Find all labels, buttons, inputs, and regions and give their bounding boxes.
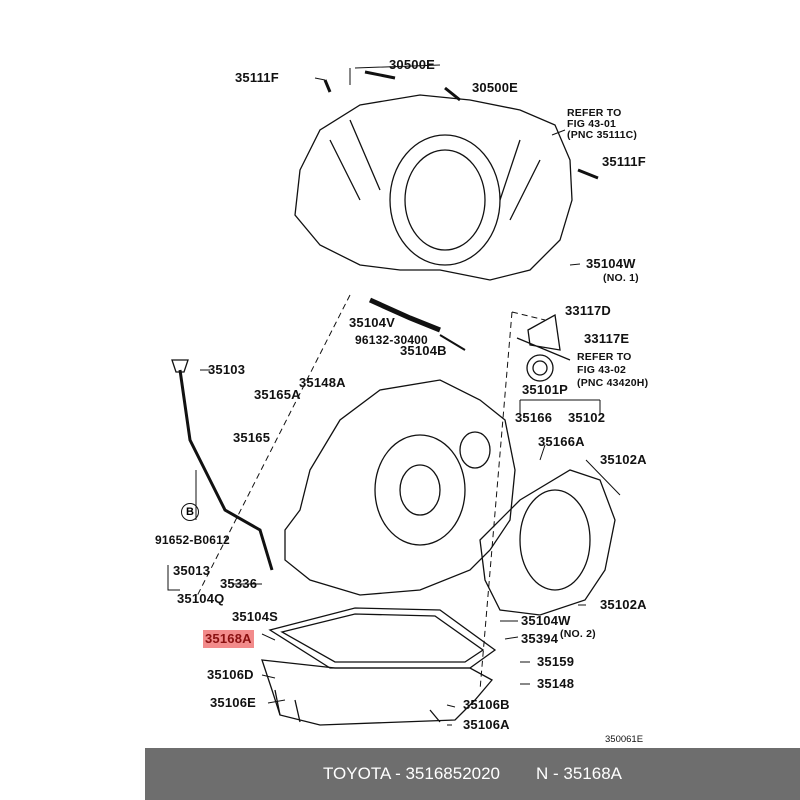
part-label[interactable]: 91652-B0612 bbox=[155, 533, 230, 547]
part-label[interactable]: 35106B bbox=[463, 697, 510, 712]
transaxle-housing-drawing bbox=[294, 94, 573, 281]
part-label[interactable]: 35104W bbox=[586, 256, 636, 271]
oil-pan-gasket-drawing bbox=[268, 607, 497, 669]
part-label[interactable]: 35104B bbox=[400, 343, 447, 358]
part-label[interactable]: 35159 bbox=[537, 654, 575, 669]
part-note: (NO. 1) bbox=[603, 272, 639, 284]
part-note: (NO. 2) bbox=[560, 628, 596, 640]
highlighted-part-label[interactable]: 35168A bbox=[203, 630, 254, 648]
part-label[interactable]: 96132-30400 bbox=[355, 333, 428, 347]
footer-callout-number: N - 35168A bbox=[536, 764, 623, 783]
footer-part-number: TOYOTA - 3516852020 bbox=[322, 764, 501, 783]
part-label[interactable]: 35166 bbox=[515, 410, 553, 425]
part-label[interactable]: 35148 bbox=[537, 676, 575, 691]
callout-circle: B bbox=[181, 503, 199, 521]
part-label[interactable]: 35394 bbox=[521, 631, 559, 646]
part-label[interactable]: 35106A bbox=[463, 717, 510, 732]
figure-code: 350061E bbox=[605, 734, 644, 745]
part-label[interactable]: 33117D bbox=[565, 303, 612, 318]
part-label[interactable]: 35166A bbox=[538, 434, 585, 449]
part-label[interactable]: 35111F bbox=[602, 154, 646, 169]
reference-note[interactable]: FIG 43-01 bbox=[567, 118, 617, 130]
part-label[interactable]: 35102A bbox=[600, 452, 647, 467]
reference-note[interactable]: FIG 43-02 bbox=[577, 364, 627, 376]
part-label[interactable]: 35148A bbox=[299, 375, 346, 390]
part-label[interactable]: 33117E bbox=[584, 331, 630, 346]
reference-note: REFER TO bbox=[567, 107, 622, 119]
reference-note: (PNC 43420H) bbox=[577, 377, 649, 389]
part-label[interactable]: 35102A bbox=[600, 597, 647, 612]
part-label[interactable]: 35104S bbox=[232, 609, 279, 624]
reference-note: REFER TO bbox=[577, 351, 632, 363]
part-label[interactable]: 35104W bbox=[521, 613, 571, 628]
part-label[interactable]: 35165A bbox=[254, 387, 301, 402]
part-label[interactable]: 35336 bbox=[220, 576, 258, 591]
transmission-case-drawing bbox=[284, 379, 516, 596]
footer-bar: TOYOTA - 3516852020 N - 35168A bbox=[145, 748, 800, 800]
part-label[interactable]: 35102 bbox=[568, 410, 606, 425]
part-label[interactable]: 35111F bbox=[235, 70, 279, 85]
part-label[interactable]: 35106E bbox=[210, 695, 257, 710]
part-label[interactable]: 35104Q bbox=[177, 591, 225, 606]
part-label[interactable]: 35013 bbox=[173, 563, 211, 578]
oil-pan-drawing bbox=[261, 659, 494, 726]
reference-note: (PNC 35111C) bbox=[567, 129, 638, 141]
part-label[interactable]: 35104V bbox=[349, 315, 396, 330]
part-label[interactable]: 30500E bbox=[472, 80, 519, 95]
part-label[interactable]: 35101P bbox=[522, 382, 569, 397]
part-label[interactable]: 30500E bbox=[389, 57, 436, 72]
part-label[interactable]: 35165 bbox=[233, 430, 271, 445]
part-label[interactable]: 35106D bbox=[207, 667, 254, 682]
part-label[interactable]: 35103 bbox=[208, 362, 246, 377]
